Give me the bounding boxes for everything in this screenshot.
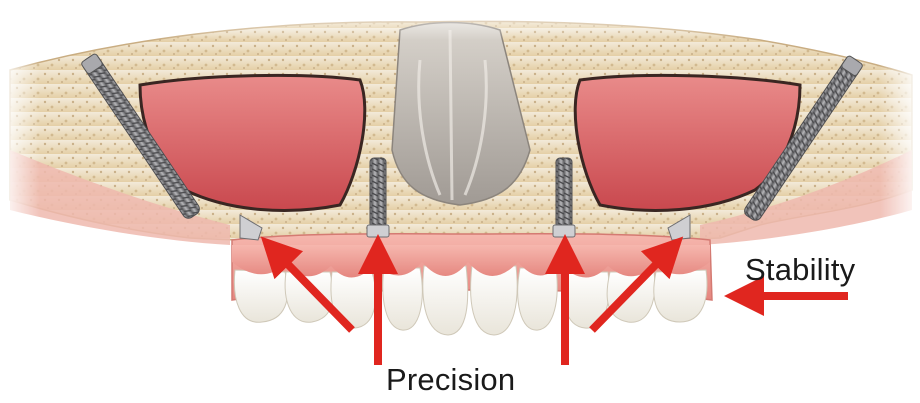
implant-straight-right [553, 158, 575, 237]
stability-label: Stability [745, 252, 855, 288]
teeth-row [234, 266, 707, 335]
tooth [654, 270, 707, 322]
tooth [285, 272, 333, 322]
tooth [383, 268, 422, 330]
tooth [607, 272, 655, 322]
tooth [471, 266, 518, 335]
right-fade [880, 0, 920, 403]
top-fade [0, 0, 920, 40]
tooth [518, 268, 557, 330]
tooth [423, 266, 468, 335]
left-fade [0, 0, 40, 403]
implant-straight-left [367, 158, 389, 237]
tooth [234, 270, 287, 322]
precision-label: Precision [386, 362, 515, 398]
